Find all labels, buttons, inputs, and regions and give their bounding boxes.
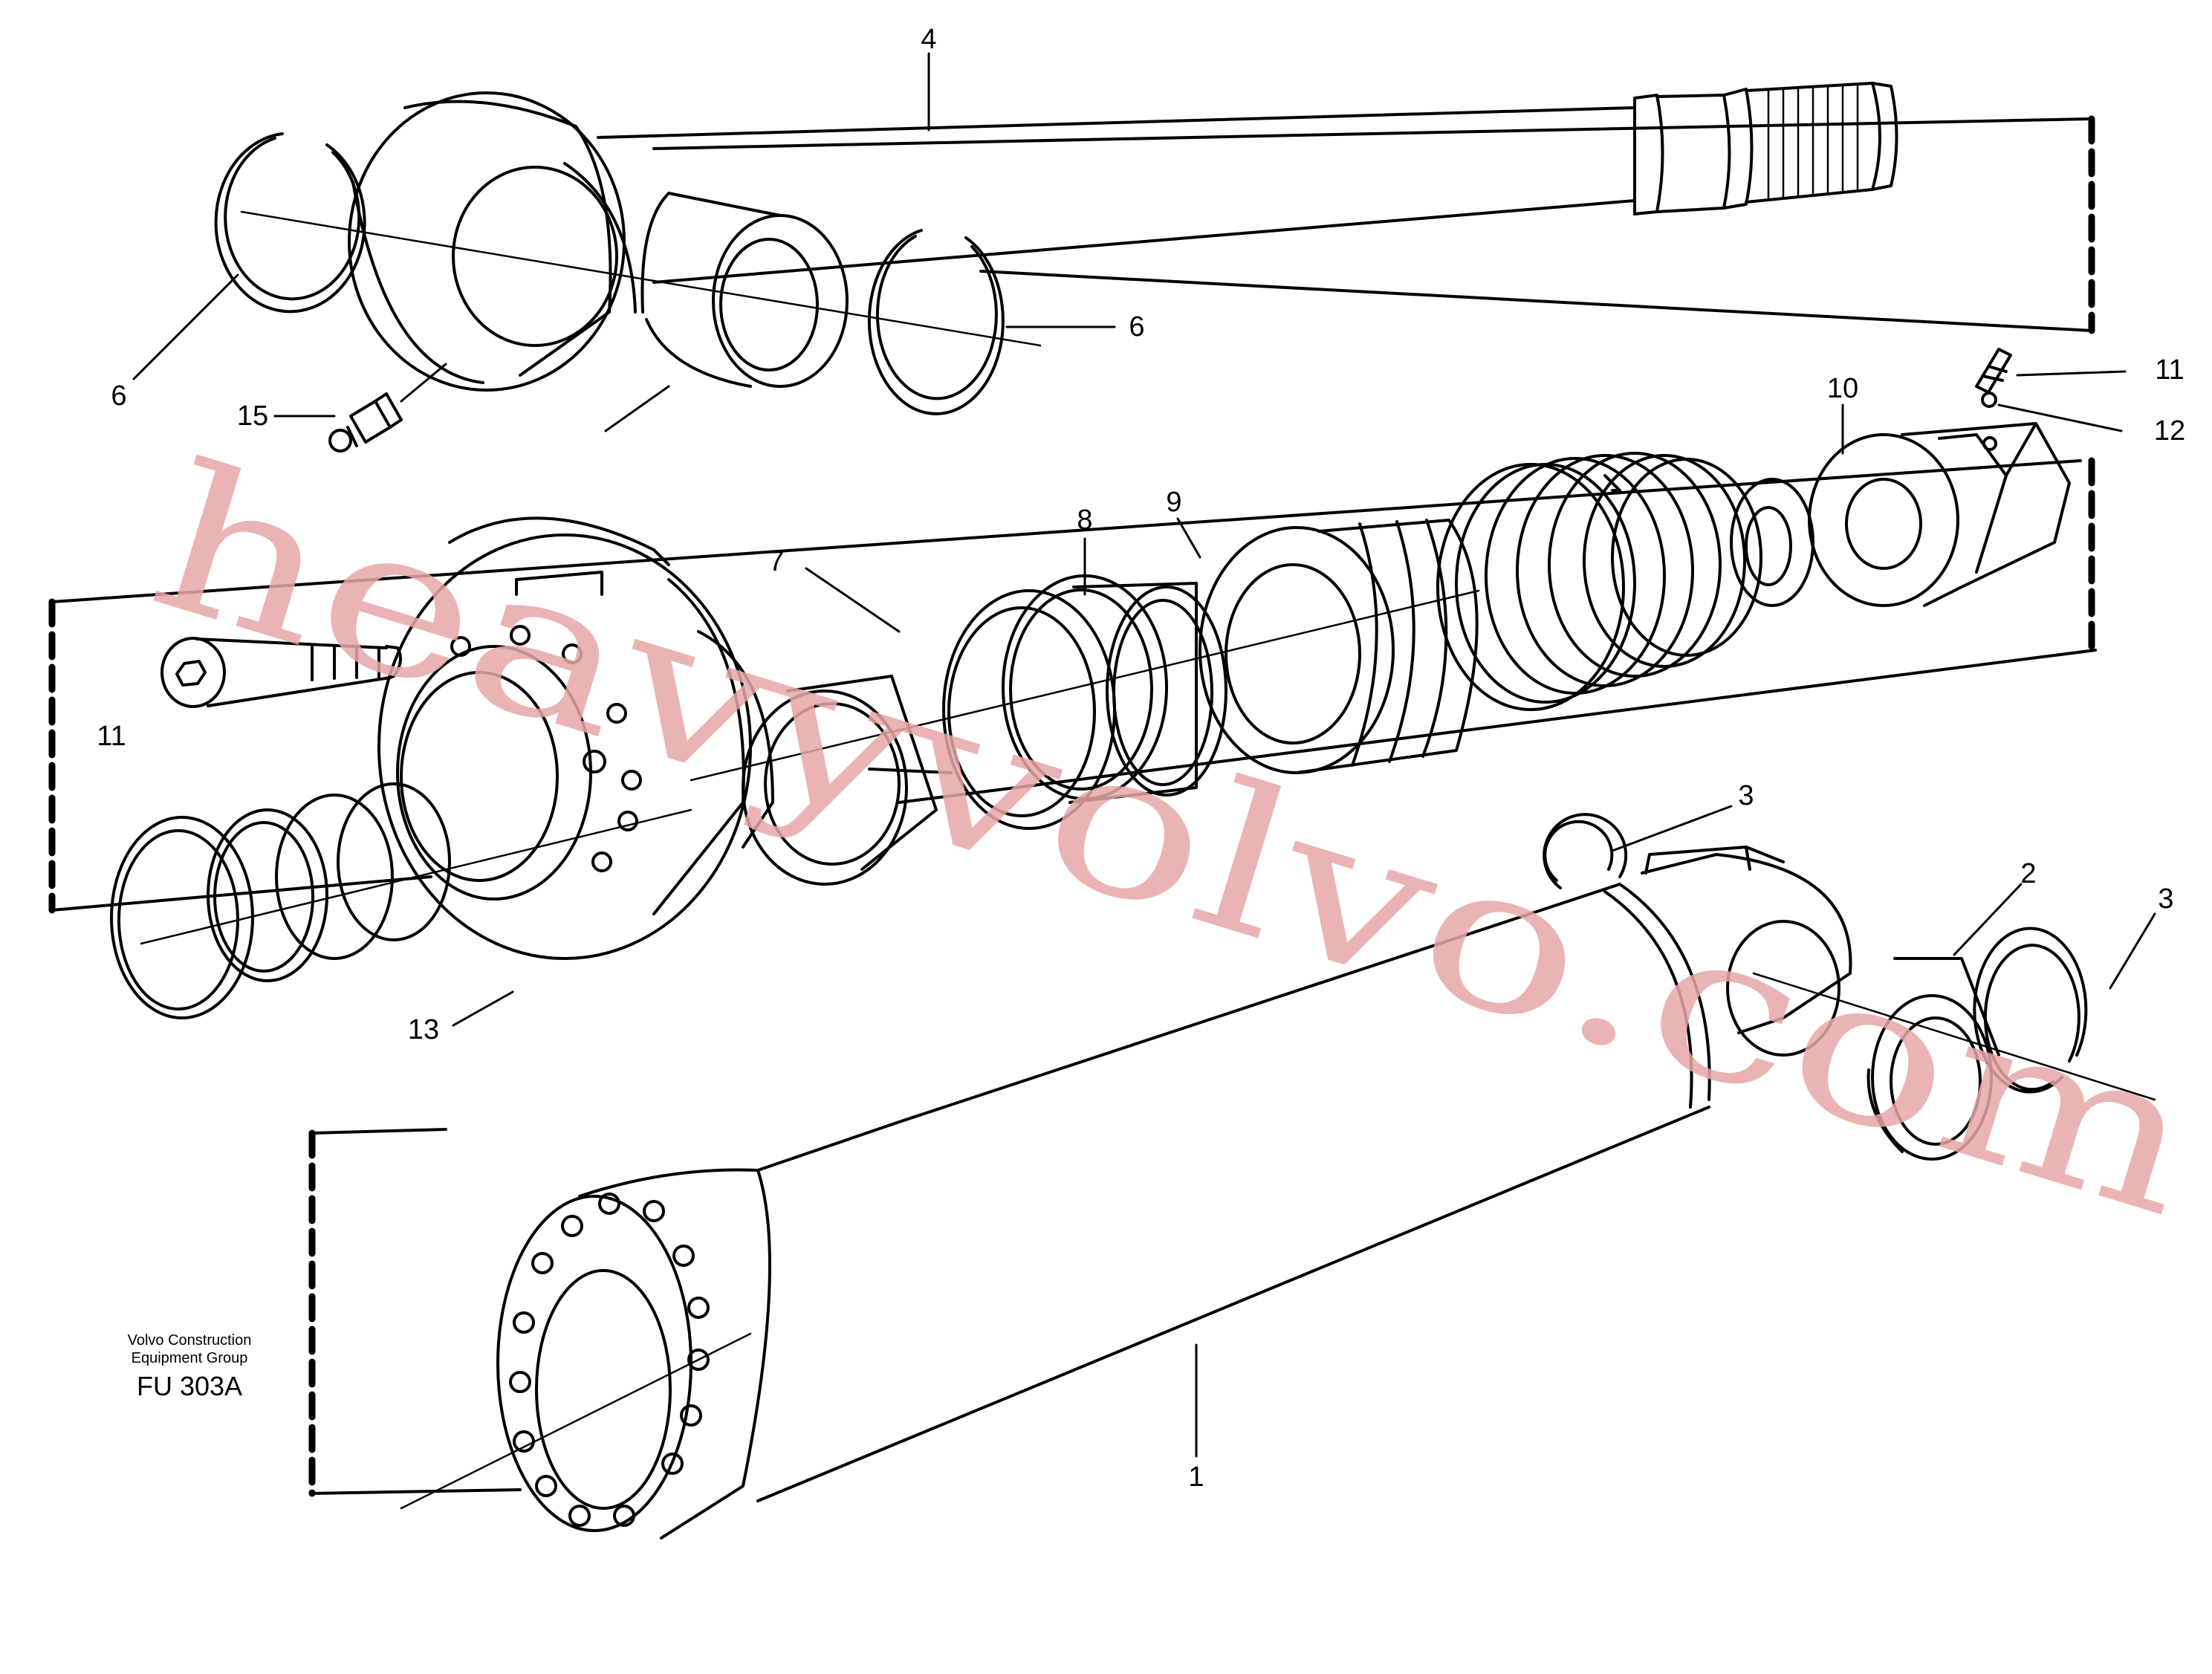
piston-nut-part-10 — [1808, 422, 2071, 607]
guide-ring-part-14 — [110, 782, 451, 1019]
piston-part-7 — [742, 675, 953, 886]
callout-3-left: 3 — [1738, 780, 1754, 811]
company-line-1: Volvo Construction — [128, 1332, 252, 1349]
callout-11-screw: 11 — [97, 721, 126, 752]
circlip-right-part-6 — [867, 229, 1005, 415]
callout-6-left: 6 — [111, 380, 126, 412]
callout-10: 10 — [1827, 373, 1858, 404]
watermark-text: heavyvolvo.com — [129, 419, 2212, 1262]
watermark: heavyvolvo.com — [129, 419, 2212, 1262]
piston-rod-part-4 — [597, 82, 1898, 284]
callout-4: 4 — [921, 24, 936, 55]
callout-13: 13 — [408, 1014, 439, 1045]
callout-2: 2 — [2020, 858, 2036, 889]
rod-panel-frame — [652, 115, 2095, 334]
callout-labels: 4 6 6 15 7 8 9 10 11 12 11 13 3 2 3 1 — [97, 24, 2185, 1493]
callout-3-right: 3 — [2158, 883, 2173, 915]
grease-nipple-part-15 — [328, 392, 403, 452]
eye-bushing — [640, 192, 849, 388]
piston-seals — [1436, 452, 1762, 711]
callout-9: 9 — [1166, 487, 1181, 518]
callout-15: 15 — [237, 400, 268, 432]
center-axis-lines — [140, 210, 2156, 1510]
callout-12: 12 — [2154, 415, 2185, 447]
cylinder-eye — [1641, 846, 1852, 1057]
tube-panel-frame — [308, 1128, 522, 1497]
drawing-info-block: Volvo Construction Equipment Group FU 30… — [128, 1332, 252, 1401]
callout-11-pin: 11 — [2155, 354, 2184, 386]
callout-1: 1 — [1188, 1461, 1204, 1493]
seal-set-part-8 — [942, 574, 1227, 830]
screw-part-11 — [160, 637, 402, 708]
leader-lines — [132, 52, 2156, 1458]
company-line-2: Equipment Group — [132, 1350, 248, 1366]
circlip-left-part-6 — [214, 132, 366, 314]
pin-part-11 — [1975, 348, 2012, 394]
rod-eye-part-4 — [348, 91, 637, 392]
callout-6-right: 6 — [1129, 311, 1144, 343]
circlip-part-3-left — [1543, 813, 1628, 889]
ball-part-12 — [1981, 392, 1997, 408]
callout-8: 8 — [1077, 505, 1092, 536]
drawing-code: FU 303A — [137, 1371, 242, 1401]
callout-7: 7 — [768, 546, 784, 577]
circlip-part-3-right — [1973, 927, 2088, 1094]
